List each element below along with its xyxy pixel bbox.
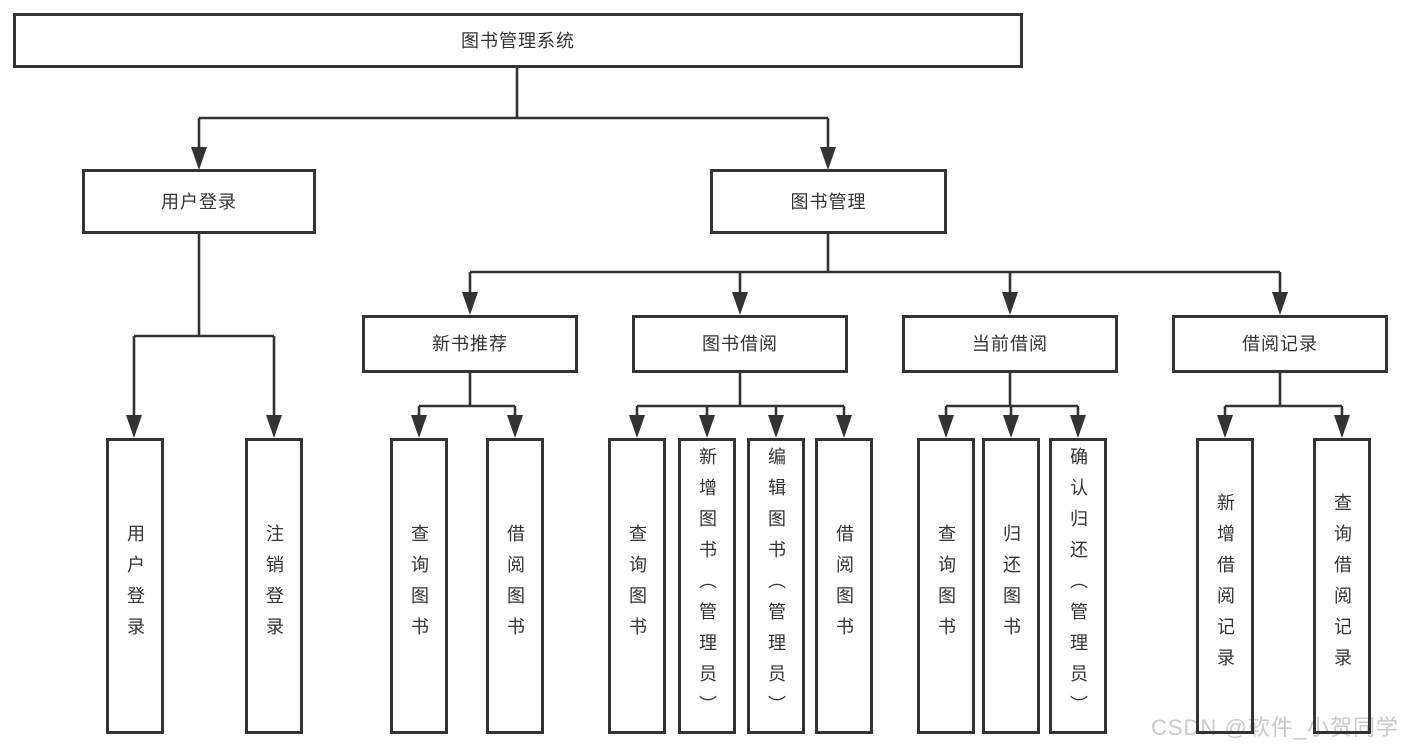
connector-new-books-to-leaves — [411, 373, 523, 438]
node-book-borrow: 图书借阅 — [632, 315, 848, 373]
connector-book-management-to-level3 — [462, 234, 1288, 315]
connector-current-borrow-to-leaves — [938, 373, 1086, 438]
node-book-management: 图书管理 — [710, 169, 947, 234]
leaf-query-books-newbooks: 查询图书 — [390, 438, 448, 734]
leaf-add-books-admin: 新增图书（管理员） — [678, 438, 736, 734]
leaf-label: 归还图书 — [1001, 524, 1021, 648]
leaf-confirm-return-admin: 确认归还（管理员） — [1049, 438, 1107, 734]
leaf-borrow-books-newbooks: 借阅图书 — [486, 438, 544, 734]
connector-user-login-to-leaves — [126, 234, 282, 438]
leaf-logout: 注销登录 — [245, 438, 303, 734]
leaf-label: 确认归还（管理员） — [1068, 446, 1088, 726]
node-user-login: 用户登录 — [82, 169, 316, 234]
node-current-borrow: 当前借阅 — [902, 315, 1118, 373]
leaf-add-borrow-record: 新增借阅记录 — [1196, 438, 1254, 734]
leaf-label: 查询借阅记录 — [1332, 493, 1352, 679]
leaf-return-books: 归还图书 — [982, 438, 1040, 734]
leaf-label: 用户登录 — [125, 524, 145, 648]
leaf-label: 查询图书 — [409, 524, 429, 648]
node-user-login-label: 用户登录 — [161, 191, 237, 212]
leaf-query-books-current: 查询图书 — [917, 438, 975, 734]
leaf-label: 借阅图书 — [505, 524, 525, 648]
leaf-label: 查询图书 — [627, 524, 647, 648]
leaf-label: 注销登录 — [264, 524, 284, 648]
leaf-query-books-borrow: 查询图书 — [608, 438, 666, 734]
connector-book-borrow-to-leaves — [629, 373, 852, 438]
leaf-label: 查询图书 — [936, 524, 956, 648]
leaf-query-borrow-record: 查询借阅记录 — [1313, 438, 1371, 734]
node-root: 图书管理系统 — [13, 13, 1023, 68]
leaf-user-login: 用户登录 — [106, 438, 164, 734]
connector-root-to-level2 — [191, 68, 836, 170]
leaf-label: 新增图书（管理员） — [697, 446, 717, 726]
leaf-edit-books-admin: 编辑图书（管理员） — [747, 438, 805, 734]
leaf-label: 借阅图书 — [834, 524, 854, 648]
node-new-books-label: 新书推荐 — [432, 334, 508, 354]
leaf-borrow-books: 借阅图书 — [815, 438, 873, 734]
leaf-label: 新增借阅记录 — [1215, 493, 1235, 679]
node-new-books: 新书推荐 — [362, 315, 578, 373]
node-borrow-records-label: 借阅记录 — [1242, 334, 1318, 354]
node-book-borrow-label: 图书借阅 — [702, 334, 778, 354]
node-borrow-records: 借阅记录 — [1172, 315, 1388, 373]
connector-borrow-records-to-leaves — [1217, 373, 1350, 438]
leaf-label: 编辑图书（管理员） — [766, 446, 786, 726]
csdn-watermark: CSDN @软件_小贺同学 — [1150, 715, 1399, 740]
node-current-borrow-label: 当前借阅 — [972, 334, 1048, 354]
node-book-management-label: 图书管理 — [790, 191, 867, 212]
node-root-label: 图书管理系统 — [461, 30, 575, 51]
